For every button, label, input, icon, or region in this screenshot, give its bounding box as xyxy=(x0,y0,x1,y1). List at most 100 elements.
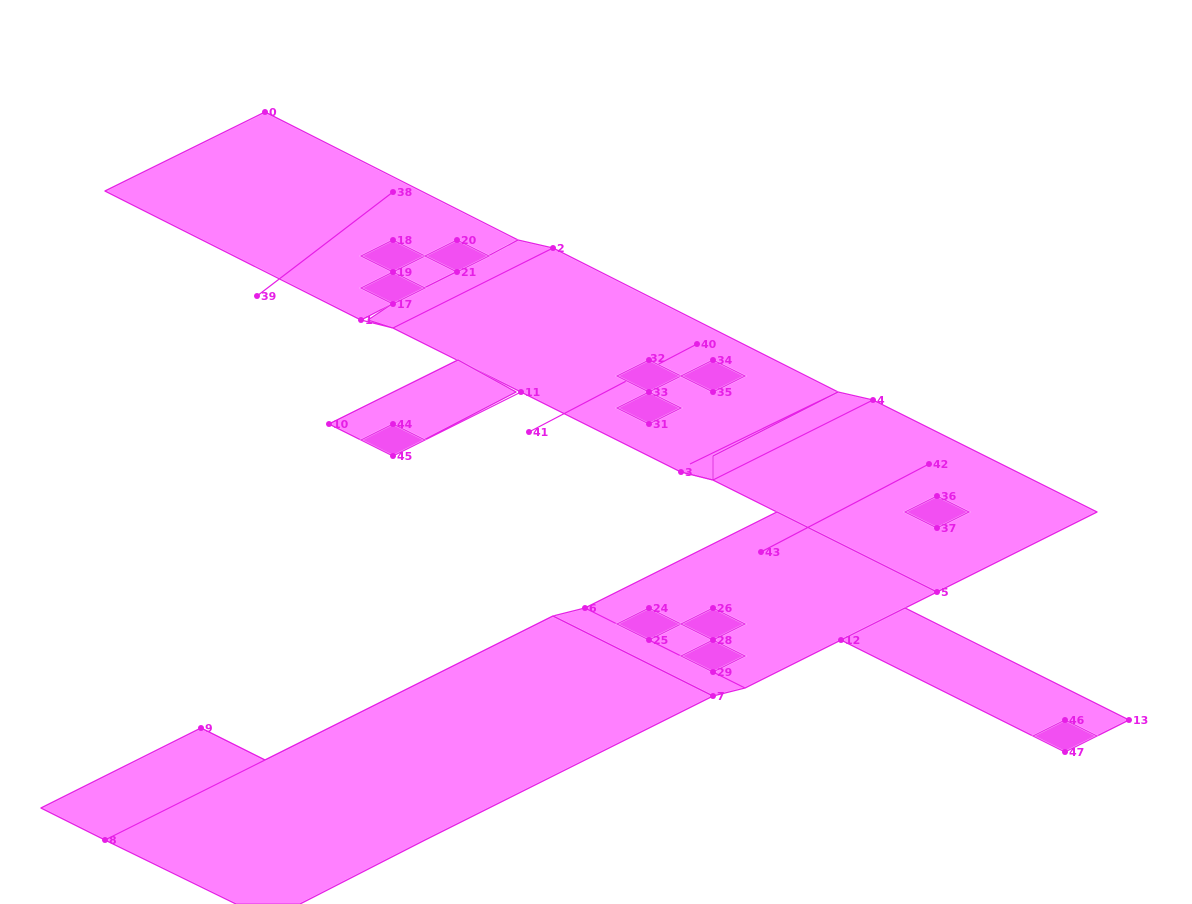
vertex-dot xyxy=(646,421,652,427)
vertex-dot xyxy=(710,605,716,611)
vertex-label: 25 xyxy=(653,634,668,647)
vertex-label: 24 xyxy=(653,602,669,615)
vertex-label: 42 xyxy=(933,458,948,471)
vertex-label: 34 xyxy=(717,354,733,367)
vertex-label: 17 xyxy=(397,298,412,311)
vertex-dot xyxy=(198,725,204,731)
floor-regions xyxy=(40,111,1130,904)
vertex-1: 1 xyxy=(358,314,373,327)
vertex-dot xyxy=(390,189,396,195)
vertex-dot xyxy=(934,589,940,595)
vertex-label: 33 xyxy=(653,386,668,399)
line-40-41 xyxy=(528,343,698,433)
divider-2 xyxy=(392,247,554,329)
vertex-4: 4 xyxy=(870,394,885,407)
vertex-25: 25 xyxy=(646,634,668,647)
vertex-18: 18 xyxy=(390,234,412,247)
divider-5 xyxy=(689,391,839,465)
vertex-41: 41 xyxy=(526,426,548,439)
vertex-dot xyxy=(646,357,652,363)
vertex-dot xyxy=(646,605,652,611)
divider-11 xyxy=(328,359,459,425)
vertex-43: 43 xyxy=(758,546,780,559)
vertex-label: 31 xyxy=(653,418,668,431)
vertex-dot xyxy=(454,269,460,275)
vertex-label: 43 xyxy=(765,546,780,559)
vertex-label: 44 xyxy=(397,418,413,431)
vertex-label: 13 xyxy=(1133,714,1148,727)
vertex-dot xyxy=(518,389,524,395)
vertex-dot xyxy=(262,109,268,115)
vertex-39: 39 xyxy=(254,290,276,303)
vertex-35: 35 xyxy=(710,386,732,399)
vertex-label: 12 xyxy=(845,634,860,647)
vertex-label: 6 xyxy=(589,602,597,615)
vertex-dot xyxy=(710,389,716,395)
vertex-13: 13 xyxy=(1126,714,1148,727)
vertex-dot xyxy=(390,301,396,307)
vertex-dot xyxy=(358,317,364,323)
vertex-dot xyxy=(678,469,684,475)
vertex-label: 38 xyxy=(397,186,412,199)
vertex-26: 26 xyxy=(710,602,733,615)
vertex-dot xyxy=(454,237,460,243)
vertex-dot xyxy=(926,461,932,467)
vertex-label: 35 xyxy=(717,386,732,399)
vertex-dot xyxy=(710,637,716,643)
vertex-11: 11 xyxy=(518,386,540,399)
vertex-label: 1 xyxy=(365,314,373,327)
vertex-label: 28 xyxy=(717,634,732,647)
vertex-label: 4 xyxy=(877,394,885,407)
vertex-label: 5 xyxy=(941,586,949,599)
divider-1 xyxy=(360,319,394,329)
vertex-28: 28 xyxy=(710,634,732,647)
vertex-42: 42 xyxy=(926,458,948,471)
vertex-label: 40 xyxy=(701,338,717,351)
vertex-38: 38 xyxy=(390,186,412,199)
vertex-29: 29 xyxy=(710,666,732,679)
vertex-47: 47 xyxy=(1062,746,1084,759)
vertex-label: 3 xyxy=(685,466,693,479)
vertex-dot xyxy=(390,421,396,427)
vertex-dot xyxy=(390,237,396,243)
vertex-45: 45 xyxy=(390,450,412,463)
vertex-dot xyxy=(390,269,396,275)
vertex-label: 39 xyxy=(261,290,276,303)
vertex-label: 7 xyxy=(717,690,725,703)
vertex-label: 21 xyxy=(461,266,476,279)
divider-8 xyxy=(104,615,554,841)
vertex-21: 21 xyxy=(454,266,476,279)
vertex-dot xyxy=(710,693,716,699)
vertex-label: 19 xyxy=(397,266,412,279)
vertex-dot xyxy=(758,549,764,555)
vertex-dot xyxy=(526,429,532,435)
vertex-dot xyxy=(646,389,652,395)
vertex-dot xyxy=(1062,717,1068,723)
vertex-32: 32 xyxy=(646,352,665,365)
divider-7 xyxy=(584,607,746,689)
vertex-17: 17 xyxy=(390,298,412,311)
vertex-dot xyxy=(710,669,716,675)
vertex-34: 34 xyxy=(710,354,733,367)
vertex-31: 31 xyxy=(646,418,668,431)
divider-3 xyxy=(680,471,714,481)
vertex-label: 41 xyxy=(533,426,548,439)
vertex-5: 5 xyxy=(934,586,949,599)
vertex-label: 9 xyxy=(205,722,213,735)
vertex-dot xyxy=(102,837,108,843)
vertex-7: 7 xyxy=(710,690,725,703)
vertex-dot xyxy=(1126,717,1132,723)
vertex-dot xyxy=(934,525,940,531)
vertex-dot xyxy=(390,453,396,459)
vertex-19: 19 xyxy=(390,266,412,279)
vertex-label: 26 xyxy=(717,602,733,615)
vertex-9: 9 xyxy=(198,722,213,735)
vertex-33: 33 xyxy=(646,386,668,399)
vertex-dot xyxy=(710,357,716,363)
vertex-37: 37 xyxy=(934,522,956,535)
vertex-label: 8 xyxy=(109,834,117,847)
vertex-20: 20 xyxy=(454,234,477,247)
vertex-dot xyxy=(550,245,556,251)
vertex-44: 44 xyxy=(390,418,413,431)
